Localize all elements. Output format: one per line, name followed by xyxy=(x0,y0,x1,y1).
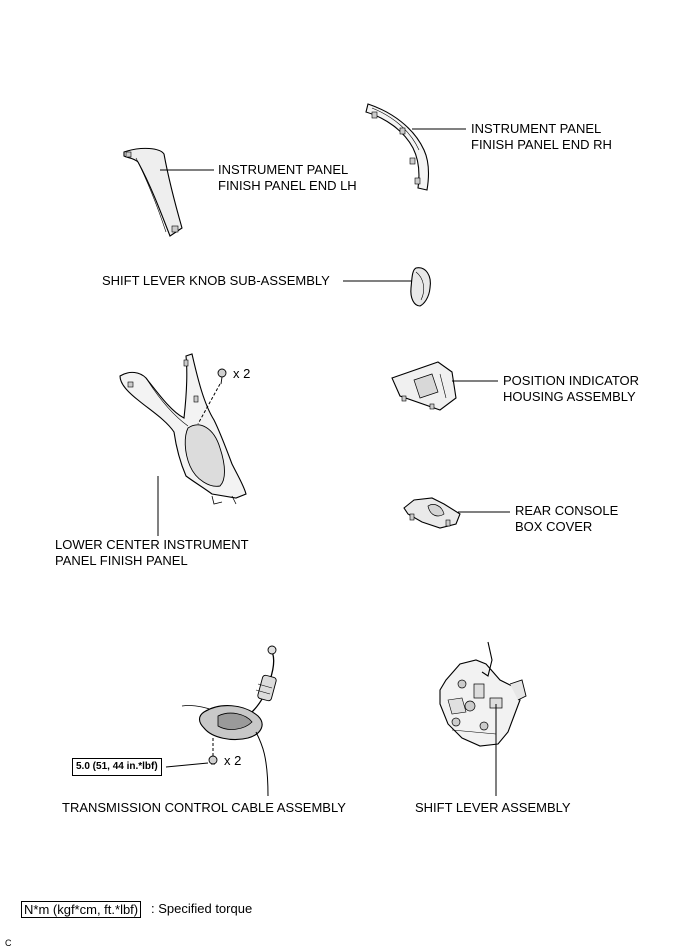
finish-panel-end-rh-part xyxy=(365,103,430,191)
rear-console-box-cover-part xyxy=(403,497,461,529)
label-lower-center-panel: LOWER CENTER INSTRUMENT PANEL FINISH PAN… xyxy=(55,537,249,568)
clip-fastener-icon xyxy=(217,368,227,385)
shift-lever-knob-part xyxy=(410,267,431,307)
label-transmission-cable: TRANSMISSION CONTROL CABLE ASSEMBLY xyxy=(62,800,346,815)
finish-panel-end-lh-part xyxy=(123,147,183,237)
corner-mark: C xyxy=(5,938,12,948)
lower-center-panel-part xyxy=(119,353,247,505)
label-shift-lever-knob: SHIFT LEVER KNOB SUB-ASSEMBLY xyxy=(102,273,330,288)
legend-torque-units: N*m (kgf*cm, ft.*lbf) xyxy=(21,901,142,918)
torque-spec-box: 5.0 (51, 44 in.*lbf) xyxy=(72,758,162,776)
shift-lever-assembly-part xyxy=(439,641,527,747)
bolt-icon xyxy=(208,755,218,765)
position-indicator-housing-part xyxy=(391,361,457,411)
label-finish-panel-end-rh: INSTRUMENT PANEL FINISH PANEL END RH xyxy=(471,121,612,152)
label-rear-console-cover: REAR CONSOLE BOX COVER xyxy=(515,503,619,534)
leader-transmission-cable xyxy=(255,731,269,797)
leader-torque xyxy=(165,762,209,768)
label-finish-panel-end-lh: INSTRUMENT PANEL FINISH PANEL END LH xyxy=(218,162,357,193)
transmission-control-cable-part xyxy=(181,645,277,741)
clip-dashed-line xyxy=(197,383,221,425)
quantity-upper-clip: x 2 xyxy=(233,366,251,381)
legend-description: : Specified torque xyxy=(151,901,253,916)
quantity-lower-bolt: x 2 xyxy=(224,753,242,768)
label-shift-lever-assembly: SHIFT LEVER ASSEMBLY xyxy=(415,800,571,815)
label-position-indicator: POSITION INDICATOR HOUSING ASSEMBLY xyxy=(503,373,640,404)
